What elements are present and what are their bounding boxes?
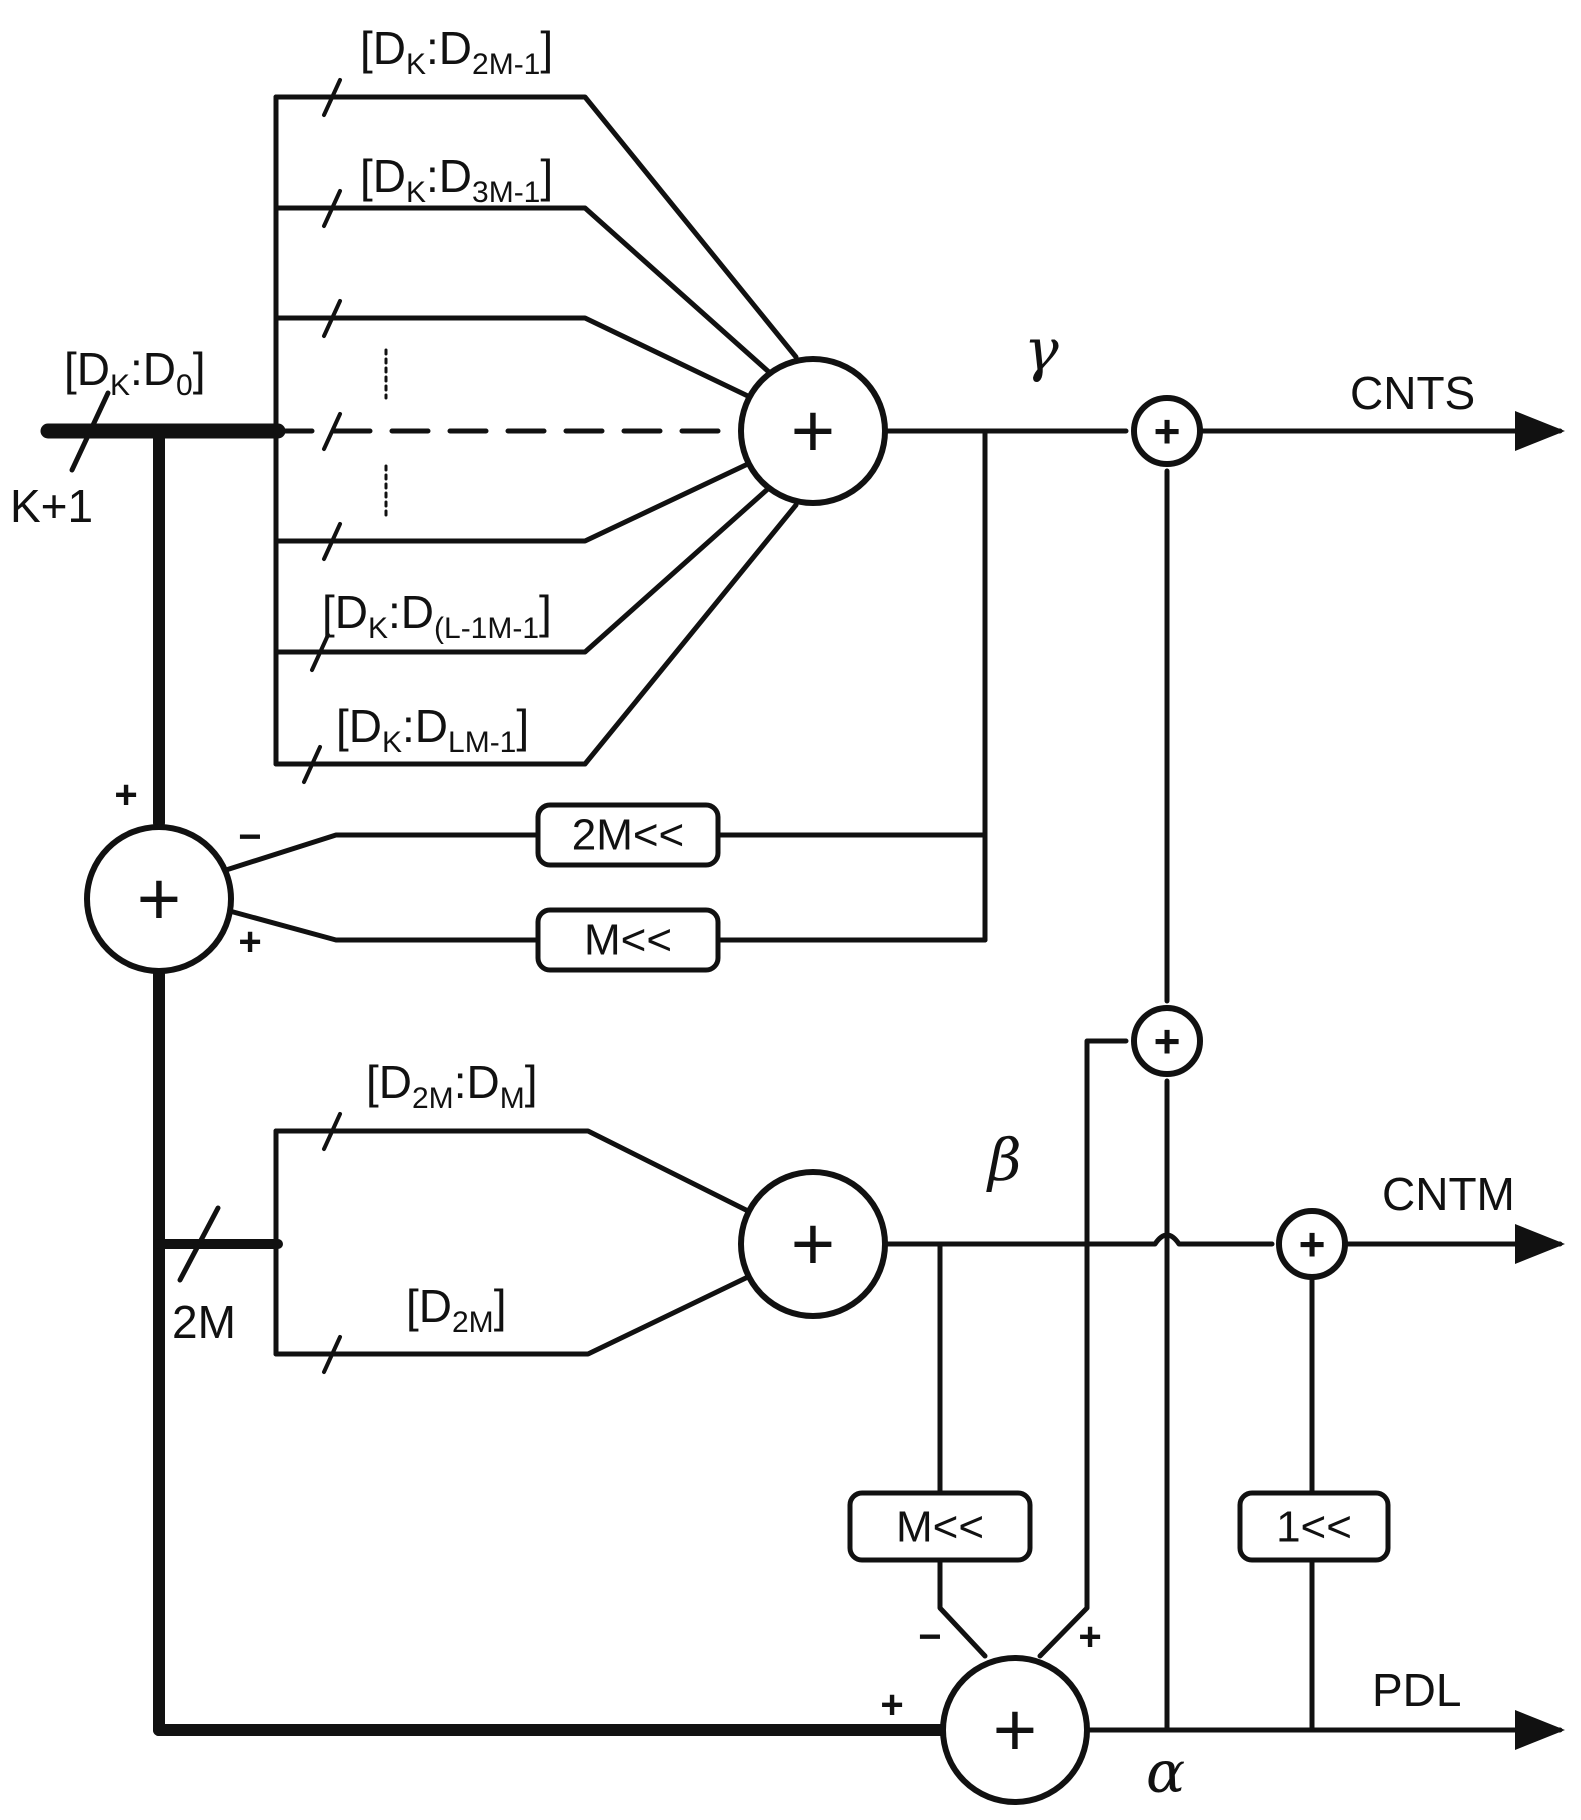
left-adder: + bbox=[84, 824, 234, 974]
sign-plus-final: + bbox=[1078, 1615, 1101, 1659]
label-alpha: α bbox=[1146, 1738, 1185, 1806]
sign-plus-bottom-bus: + bbox=[880, 1683, 903, 1727]
slash-tap-4 bbox=[322, 412, 342, 451]
small-adder-cntm: + bbox=[1276, 1208, 1348, 1280]
feedback-2m-to-adder bbox=[223, 832, 541, 873]
tap-line-d2m bbox=[273, 1272, 755, 1357]
label-tap-2m-dm: [D2M:DM] bbox=[366, 1056, 537, 1115]
label-tap-l: [DK:DLM-1] bbox=[336, 700, 529, 759]
label-tap-l1: [DK:D(L-1M-1] bbox=[322, 586, 552, 645]
label-tap-1: [DK:D2M-1] bbox=[360, 22, 553, 81]
plus-sign: + bbox=[137, 857, 181, 942]
feedback-m-to-adder bbox=[223, 907, 541, 943]
sign-minus-final: − bbox=[918, 1615, 941, 1659]
slash-tap-6 bbox=[310, 633, 330, 672]
plus-sign: + bbox=[993, 1688, 1037, 1773]
tap-line-6 bbox=[273, 484, 773, 655]
shift-label: M<< bbox=[584, 916, 672, 965]
tap-line-2 bbox=[273, 205, 773, 376]
label-width-input: K+1 bbox=[10, 480, 93, 532]
label-cntm: CNTM bbox=[1382, 1168, 1515, 1220]
shift-box-m-upper: M<< bbox=[535, 907, 721, 973]
label-input-bus: [DK:D0] bbox=[64, 343, 205, 402]
tap-line-3 bbox=[273, 315, 755, 401]
sign-minus-left: − bbox=[238, 815, 261, 859]
slash-tap-5 bbox=[322, 522, 342, 561]
tap-line-1 bbox=[273, 94, 799, 360]
label-cnts: CNTS bbox=[1350, 367, 1475, 419]
plus-sign: + bbox=[1154, 1015, 1181, 1067]
slash-tap-d2m bbox=[322, 1335, 342, 1374]
tap-line-7 bbox=[273, 502, 799, 767]
tap-line-2m-dm bbox=[273, 1128, 755, 1216]
plus-sign: + bbox=[791, 1202, 835, 1287]
label-width-2m: 2M bbox=[172, 1296, 236, 1348]
small-adder-cnts: + bbox=[1131, 395, 1203, 467]
label-tap-d2m: [D2M] bbox=[406, 1280, 506, 1339]
shift-box-1: 1<< bbox=[1237, 1490, 1391, 1563]
big-adder-mid: + bbox=[738, 1169, 888, 1319]
slash-tap-7 bbox=[302, 745, 322, 784]
sign-plus-left-bottom: + bbox=[238, 920, 261, 964]
shift-label: M<< bbox=[896, 1503, 984, 1552]
slash-tap-2m-dm bbox=[322, 1112, 342, 1151]
slash-2m bbox=[177, 1205, 221, 1283]
slash-input bbox=[69, 390, 111, 473]
plus-sign: + bbox=[791, 389, 835, 474]
shift-box-m-lower: M<< bbox=[847, 1490, 1033, 1563]
tap-line-5 bbox=[273, 459, 755, 544]
slash-tap-2 bbox=[322, 189, 342, 228]
label-pdl: PDL bbox=[1372, 1664, 1461, 1716]
label-tap-2: [DK:D3M-1] bbox=[360, 150, 553, 209]
slash-tap-1 bbox=[322, 78, 342, 117]
shift-label: 1<< bbox=[1276, 1503, 1352, 1552]
label-beta: β bbox=[986, 1126, 1022, 1194]
m-shift-to-adder bbox=[937, 1557, 988, 1659]
shift-label: 2M<< bbox=[572, 811, 685, 860]
slash-tap-3 bbox=[322, 299, 342, 338]
plus-sign: + bbox=[1154, 405, 1181, 457]
small-adder-alpha: + bbox=[1131, 1005, 1203, 1077]
sign-plus-left-top: + bbox=[114, 773, 137, 817]
shift-box-2m: 2M<< bbox=[535, 802, 721, 868]
final-to-small-adder bbox=[1037, 1038, 1129, 1659]
beta-line bbox=[882, 1232, 1275, 1247]
final-adder: + bbox=[940, 1655, 1090, 1805]
plus-sign: + bbox=[1299, 1218, 1326, 1270]
wires bbox=[40, 78, 1565, 1750]
big-adder-top: + bbox=[738, 356, 888, 506]
label-gamma: γ bbox=[1024, 316, 1059, 384]
